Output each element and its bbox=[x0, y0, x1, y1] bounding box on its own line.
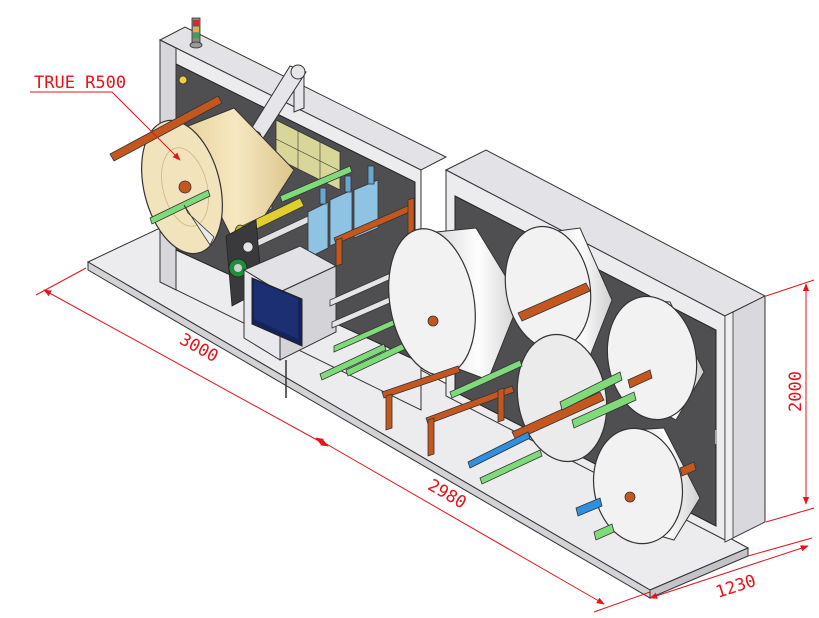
dim-depth: 1230 bbox=[713, 571, 758, 603]
paper-roll-main bbox=[141, 107, 295, 256]
orange-frames-lower bbox=[381, 365, 515, 457]
dimension-lines bbox=[30, 91, 815, 613]
white-roll-right-upper bbox=[606, 295, 705, 421]
signal-tower bbox=[189, 17, 203, 49]
dim-height: 2000 bbox=[786, 371, 806, 412]
control-boxes bbox=[275, 119, 341, 191]
white-roll-upper bbox=[504, 225, 613, 357]
shafts-left bbox=[109, 95, 223, 246]
indicator-lamp bbox=[178, 75, 188, 85]
white-roll-right-lower bbox=[592, 427, 701, 545]
callout-true-r500: TRUE R500 bbox=[34, 73, 126, 93]
white-roll-large bbox=[388, 227, 521, 381]
white-roll-middle bbox=[511, 333, 608, 463]
